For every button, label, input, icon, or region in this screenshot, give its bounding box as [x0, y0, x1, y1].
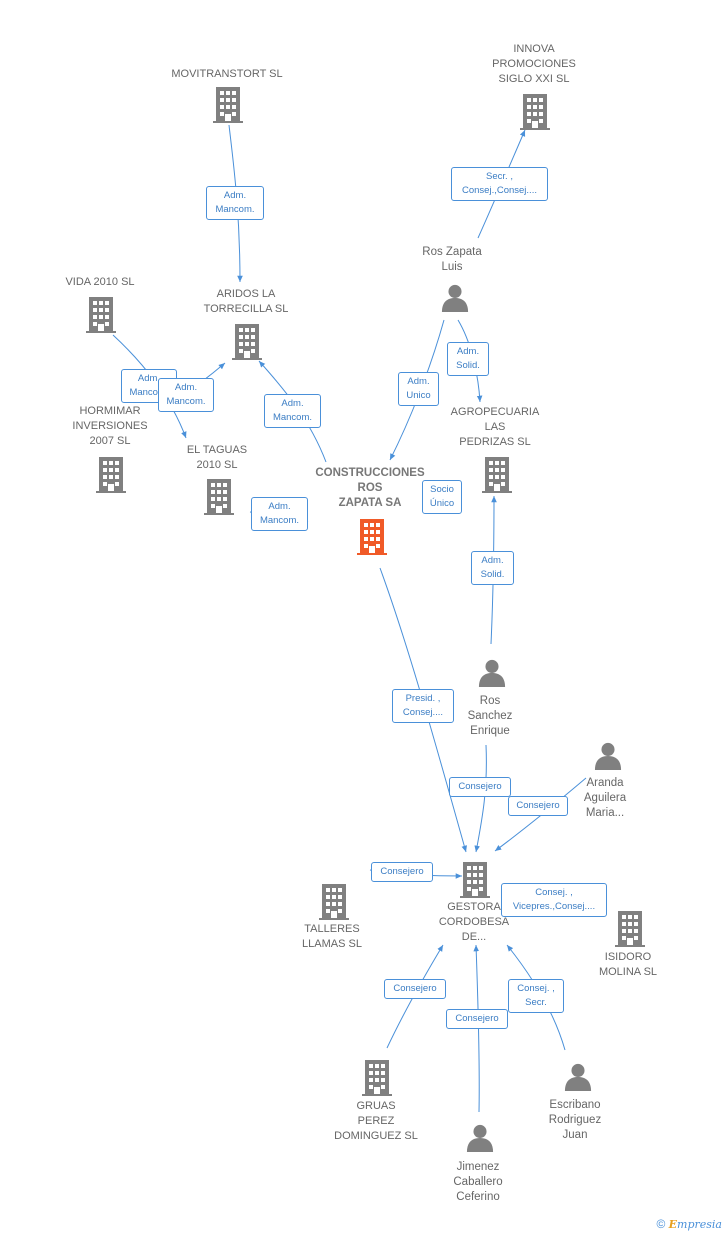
person-icon-jimenez[interactable]	[466, 1124, 494, 1152]
node-label-ros_luis[interactable]: Ros Zapata Luis	[422, 246, 482, 273]
brand-footer: © Empresia	[656, 1217, 722, 1231]
building-icon-talleres[interactable]	[319, 884, 349, 920]
building-icon-agropecuaria[interactable]	[482, 457, 512, 493]
building-icon-vida2010[interactable]	[86, 297, 116, 333]
node-label-ros_enrique[interactable]: Ros Sanchez Enrique	[467, 695, 513, 737]
node-label-vida2010[interactable]: VIDA 2010 SL	[65, 276, 135, 288]
node-label-isidoro[interactable]: ISIDORO MOLINA SL	[598, 951, 658, 978]
node-label-agropecuaria[interactable]: AGROPECUARIA LAS PEDRIZAS SL	[450, 406, 540, 448]
node-label-aridos[interactable]: ARIDOS LA TORRECILLA SL	[203, 288, 289, 315]
copyright-symbol: ©	[656, 1217, 666, 1231]
node-label-hormimar[interactable]: HORMIMAR INVERSIONES 2007 SL	[72, 405, 148, 447]
node-label-gruas[interactable]: GRUAS PEREZ DOMINGUEZ SL	[334, 1100, 418, 1142]
edge-label-e6[interactable]: Adm. Mancom.	[251, 497, 308, 531]
edge-label-e15[interactable]: Consej. , Vicepres.,Consej....	[501, 883, 607, 917]
node-label-construcciones[interactable]: CONSTRUCCIONES ROS ZAPATA SA	[315, 467, 425, 509]
person-icon-ros_enrique[interactable]	[478, 659, 506, 687]
node-label-movitranstort[interactable]: MOVITRANSTORT SL	[171, 68, 283, 80]
building-icon-construcciones[interactable]	[357, 519, 387, 555]
node-label-innova[interactable]: INNOVA PROMOCIONES SIGLO XXI SL	[492, 43, 576, 85]
edge-label-e2[interactable]: Secr. , Consej.,Consej....	[451, 167, 548, 201]
brand-logo: Empresia	[668, 1218, 722, 1231]
building-icon-hormimar[interactable]	[96, 457, 126, 493]
node-label-gestora[interactable]: GESTORA CORDOBESA DE...	[438, 901, 510, 943]
building-icon-gestora[interactable]	[460, 862, 490, 898]
edge-label-e16[interactable]: Consejero	[384, 979, 446, 999]
building-icon-gruas[interactable]	[362, 1060, 392, 1096]
edge-label-e18[interactable]: Consej. , Secr.	[508, 979, 564, 1013]
person-icon-aranda[interactable]	[594, 742, 622, 770]
building-icon-aridos[interactable]	[232, 324, 262, 360]
edge-label-e5[interactable]: Adm. Mancom.	[264, 394, 321, 428]
edge-label-e14[interactable]: Consejero	[371, 862, 433, 882]
building-icon-isidoro[interactable]	[615, 911, 645, 947]
edge-label-e9[interactable]: Socio Único	[422, 480, 462, 514]
edge-label-e17[interactable]: Consejero	[446, 1009, 508, 1029]
node-label-escribano[interactable]: Escribano Rodriguez Juan	[548, 1099, 602, 1141]
edge-label-e8[interactable]: Adm. Solid.	[447, 342, 489, 376]
node-label-eltaguas[interactable]: EL TAGUAS 2010 SL	[186, 444, 248, 471]
building-icon-movitranstort[interactable]	[213, 87, 243, 123]
edge-label-e11[interactable]: Presid. , Consej....	[392, 689, 454, 723]
edge-label-e4[interactable]: Adm. Mancom.	[158, 378, 214, 412]
person-icon-ros_luis[interactable]	[441, 284, 469, 312]
building-icon-innova[interactable]	[520, 94, 550, 130]
edge-label-e13[interactable]: Consejero	[508, 796, 568, 816]
edge-label-e12[interactable]: Consejero	[449, 777, 511, 797]
edge-label-e1[interactable]: Adm. Mancom.	[206, 186, 264, 220]
edge-label-e7[interactable]: Adm. Unico	[398, 372, 439, 406]
edge-line-e12	[474, 744, 487, 853]
node-label-talleres[interactable]: TALLERES LLAMAS SL	[302, 923, 362, 950]
person-icon-escribano[interactable]	[564, 1063, 592, 1091]
edge-label-e10[interactable]: Adm. Solid.	[471, 551, 514, 585]
node-label-aranda[interactable]: Aranda Aguilera Maria...	[583, 777, 627, 819]
building-icon-eltaguas[interactable]	[204, 479, 234, 515]
edge-line-e17	[473, 944, 480, 1113]
node-label-jimenez[interactable]: Jimenez Caballero Ceferino	[453, 1161, 503, 1203]
